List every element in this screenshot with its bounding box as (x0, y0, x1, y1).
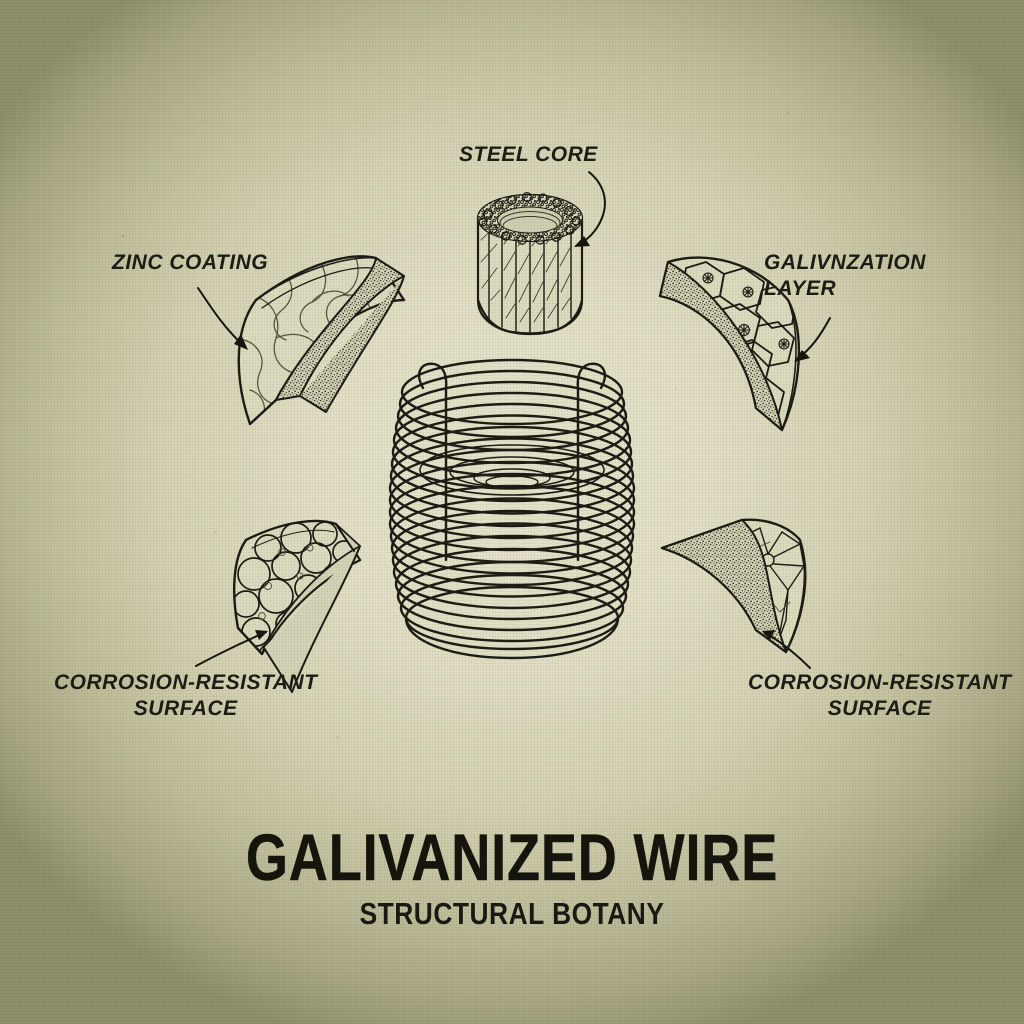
specimen-corrosion-right (660, 518, 807, 654)
label-corrosion-resistant-left: CORROSION-RESISTANT SURFACE (54, 671, 318, 720)
page-subtitle: STRUCTURAL BOTANY (359, 895, 665, 931)
title-block: GALIVANIZED WIRE STRUCTURAL BOTANY (0, 820, 1024, 932)
specimen-steel-core (476, 192, 584, 336)
page-title: GALIVANIZED WIRE (245, 820, 779, 894)
label-galvanization-layer: GALIVNZATION LAYER (764, 251, 926, 300)
label-corrosion-resistant-right: CORROSION-RESISTANT SURFACE (748, 671, 1012, 720)
arrow-corrosion-right (762, 630, 811, 669)
annotation-arrows (195, 171, 831, 669)
specimen-wire-coil (388, 358, 636, 660)
arrow-steel-core (574, 171, 606, 247)
specimen-zinc-coating (237, 255, 406, 426)
specimen-corrosion-left (232, 519, 362, 693)
arrow-zinc-coating (197, 287, 248, 350)
label-steel-core: STEEL CORE (459, 143, 598, 166)
arrow-corrosion-left (195, 630, 268, 667)
label-zinc-coating: ZINC COATING (112, 251, 269, 274)
arrow-galvanization-layer (794, 317, 831, 362)
